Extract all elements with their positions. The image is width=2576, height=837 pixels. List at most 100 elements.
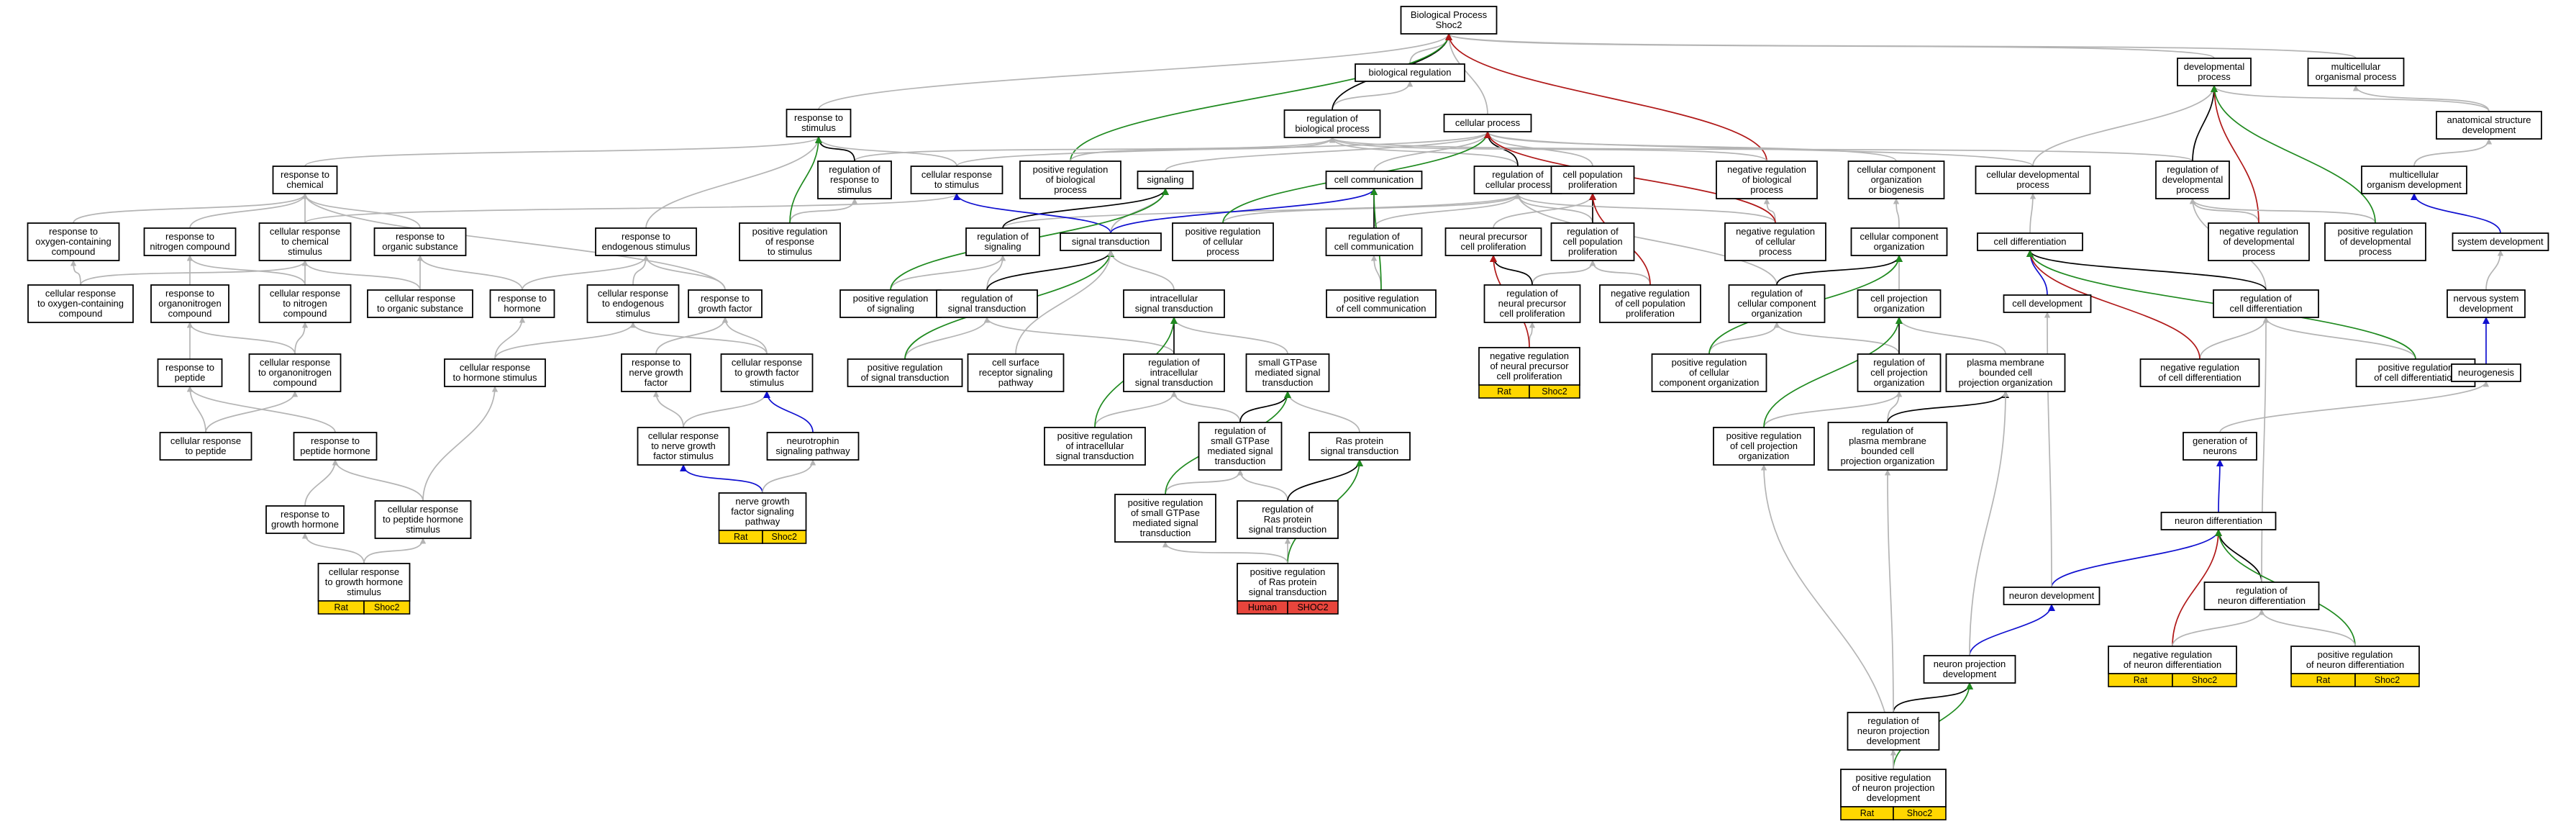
go-term-node[interactable]: biological regulation xyxy=(1355,63,1465,82)
edge-pos_reg_neuron_diff-to-reg_neuron_diff xyxy=(2258,609,2356,647)
go-term-node[interactable]: neurogenesis xyxy=(2451,363,2521,382)
go-term-node[interactable]: cellular process xyxy=(1443,114,1532,132)
go-term-node[interactable]: system development xyxy=(2452,232,2549,251)
go-term-node[interactable]: cell communication xyxy=(1325,171,1423,189)
go-term-node[interactable]: neuron development xyxy=(2003,587,2101,605)
go-term-node[interactable]: signaling xyxy=(1137,171,1194,189)
node-label-line: bounded cell xyxy=(1861,445,1914,456)
go-term-node[interactable]: cell differentiation xyxy=(1977,232,2083,251)
go-term-node[interactable]: cell development xyxy=(2003,294,2092,313)
go-term-node[interactable]: neuron differentiation xyxy=(2160,512,2277,530)
edge-neg_reg_cellproc-to-neg_reg_bp xyxy=(1763,198,1776,224)
go-term-node[interactable]: signal transduction xyxy=(1060,232,1162,251)
